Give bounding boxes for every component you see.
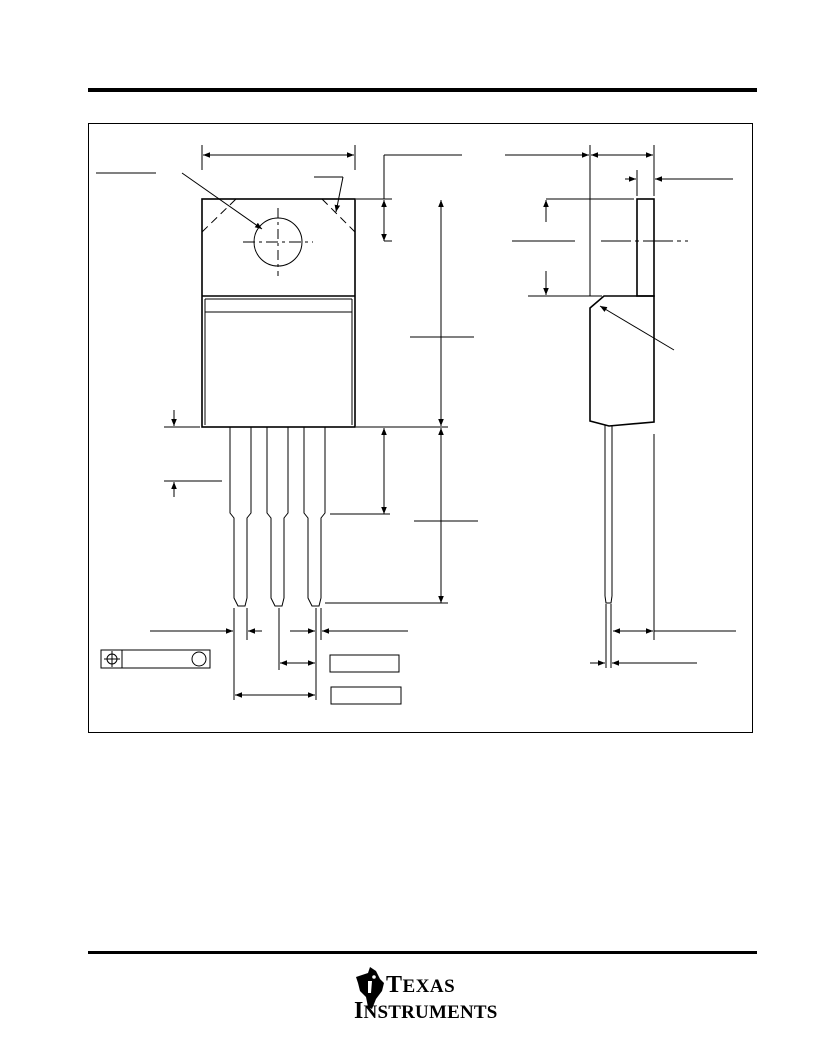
brand-line-2: INSTRUMENTS xyxy=(354,998,498,1024)
footer-rule xyxy=(88,951,757,954)
drawing-frame xyxy=(88,123,753,733)
side-view xyxy=(505,145,736,668)
brand-wordmark: TEXAS INSTRUMENTS xyxy=(354,972,498,1023)
texas-instruments-logo-icon xyxy=(356,967,384,1009)
front-view xyxy=(96,145,478,705)
header-rule xyxy=(88,88,757,92)
brand-line-1: TEXAS xyxy=(386,972,456,998)
